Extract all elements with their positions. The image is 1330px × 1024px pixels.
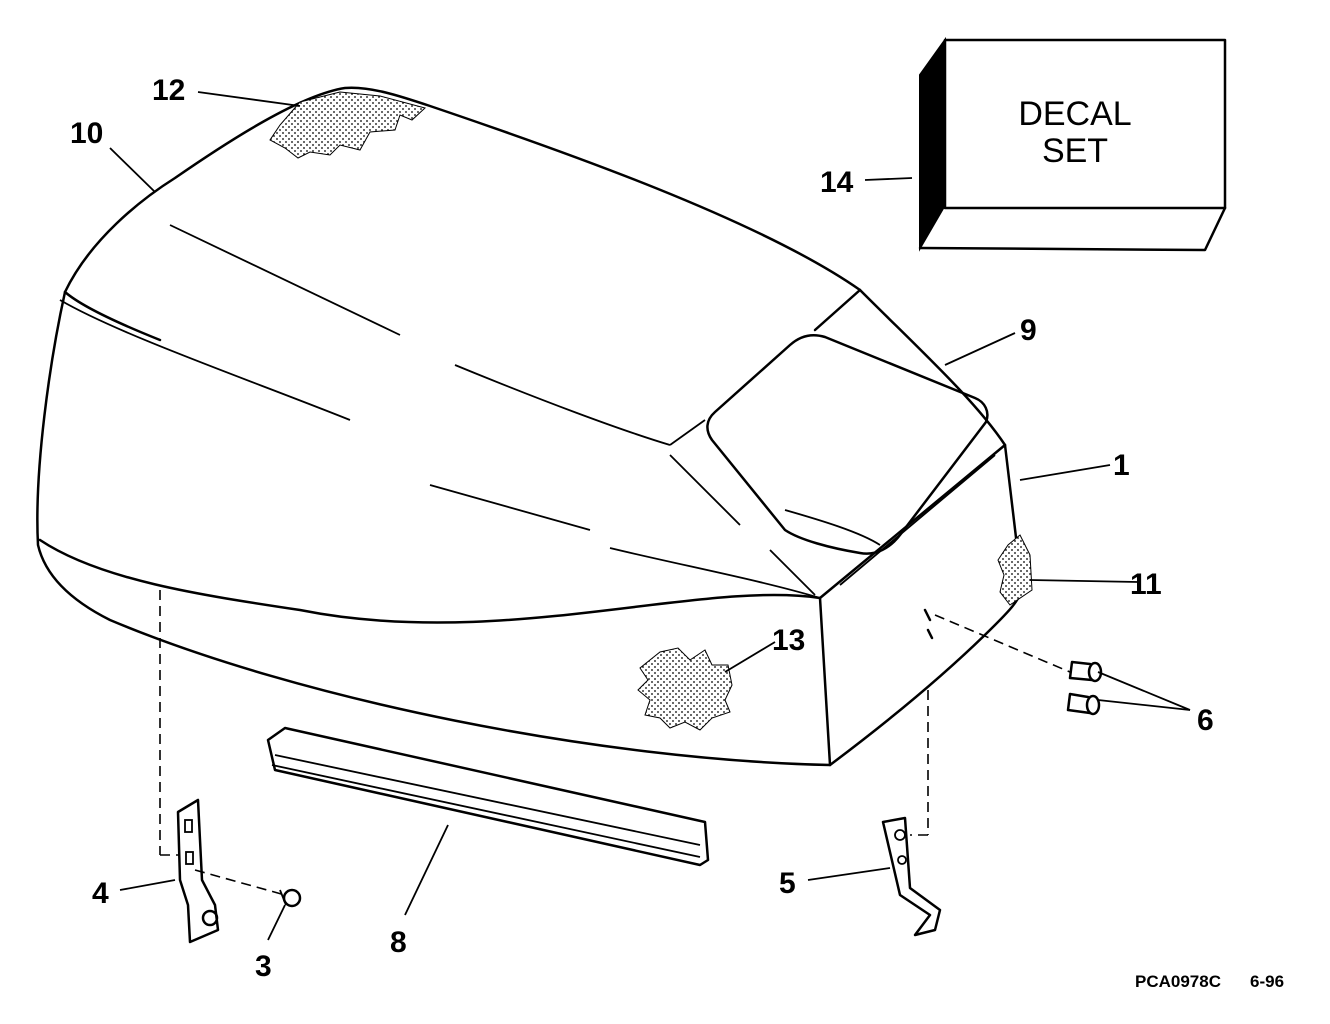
callout-11: 11: [1130, 568, 1162, 601]
callout-1: 1: [1113, 449, 1130, 482]
callout-10: 10: [70, 117, 103, 150]
leader-lines: [109, 91, 1191, 941]
cover-window: [706, 334, 989, 555]
decal-13: [637, 647, 733, 731]
seal-strip-8: [266, 726, 710, 867]
screw-6-lower: [1066, 692, 1101, 716]
callout-6: 6: [1197, 704, 1214, 737]
screw-3: [279, 888, 302, 908]
callout-8: 8: [390, 926, 407, 959]
bracket-5: [881, 816, 942, 937]
screw-6-upper: [1068, 660, 1103, 683]
decal-box-line1: DECAL: [1018, 95, 1131, 133]
callout-13: 13: [772, 624, 805, 657]
decal-12: [269, 91, 427, 159]
callout-labels: 12 10 14 9 1 11 13 6 4 3 8 5: [70, 74, 1214, 983]
callout-12: 12: [152, 74, 185, 107]
decal-set-box: DECAL SET: [918, 36, 1227, 252]
figure-code: PCA0978C: [1135, 972, 1221, 991]
callout-4: 4: [92, 877, 109, 910]
bracket-4: [176, 798, 220, 944]
callout-3: 3: [255, 950, 272, 983]
figure-date: 6-96: [1250, 972, 1284, 991]
callout-5: 5: [779, 867, 796, 900]
decal-box-line2: SET: [1042, 132, 1108, 170]
callout-14: 14: [820, 166, 854, 199]
motor-cover: [36, 86, 1024, 767]
cover-holes: [923, 608, 934, 640]
decal-11: [997, 534, 1033, 606]
callout-9: 9: [1020, 314, 1037, 347]
